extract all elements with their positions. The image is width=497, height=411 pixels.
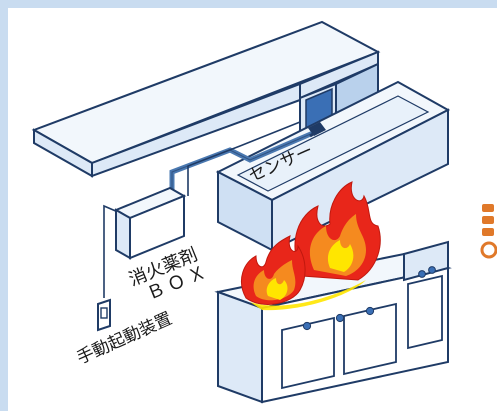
fire-flames <box>241 181 381 311</box>
manual-device-label: 手動起動装置 <box>74 309 175 369</box>
extinguishing-agent-box <box>113 186 187 260</box>
manual-activation-device <box>97 298 111 332</box>
control-wires <box>103 121 301 298</box>
heat-sensor <box>308 122 326 136</box>
side-badge-icon <box>480 204 497 259</box>
